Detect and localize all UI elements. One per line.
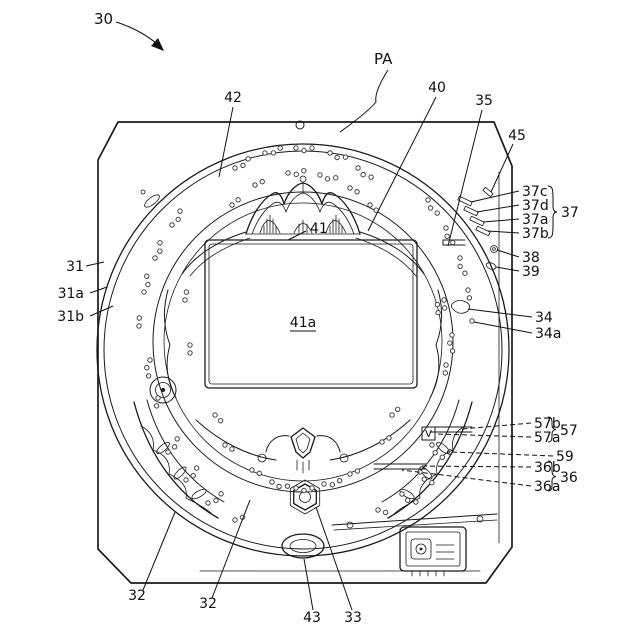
label-37c: 37c xyxy=(522,184,548,200)
left-edge-capsule xyxy=(140,189,160,208)
arch-hatch-left xyxy=(263,214,277,234)
v-marker-box xyxy=(421,426,436,441)
label-36b: 36b xyxy=(534,460,561,476)
arch-hatch-center xyxy=(298,219,308,234)
label-31: 31 xyxy=(66,259,84,275)
bottom-capsule-part xyxy=(281,533,325,559)
part-38 xyxy=(490,245,498,253)
lower-right-wing-ornament xyxy=(381,399,473,519)
part-34-blob xyxy=(450,300,475,324)
hex-bolt-part xyxy=(289,479,321,515)
label-33: 33 xyxy=(344,610,362,626)
outer-rail-ring xyxy=(96,143,510,557)
label-34a: 34a xyxy=(535,326,561,342)
label-59: 59 xyxy=(556,449,574,465)
v-marker-label: V xyxy=(425,429,432,440)
label-39: 39 xyxy=(522,264,540,280)
brace-36 xyxy=(547,460,557,492)
bottom-right-component-box xyxy=(399,526,467,577)
label-57a: 57a xyxy=(534,430,560,446)
label-32-mid: 32 xyxy=(199,596,217,612)
label-35: 35 xyxy=(475,93,493,109)
label-57: 57 xyxy=(560,423,578,439)
label-36a: 36a xyxy=(534,479,560,495)
label-37: 37 xyxy=(561,205,579,221)
brace-37 xyxy=(547,185,558,239)
label-41: 41 xyxy=(310,221,328,237)
label-38: 38 xyxy=(522,250,540,266)
leader-lines xyxy=(85,21,554,611)
bottom-center-ornament xyxy=(257,427,349,474)
label-37b: 37b xyxy=(522,226,549,242)
part-39 xyxy=(485,262,497,270)
target-bullseye xyxy=(149,376,177,404)
label-31b: 31b xyxy=(57,309,84,325)
guide-nail-dots xyxy=(136,144,473,524)
label-42: 42 xyxy=(224,90,242,106)
label-30: 30 xyxy=(94,10,113,28)
group-braces xyxy=(547,185,558,492)
label-37a: 37a xyxy=(522,212,548,228)
arrowhead-30 xyxy=(151,38,164,51)
label-32-left: 32 xyxy=(128,588,146,604)
switch-body xyxy=(410,538,432,560)
center-display-window xyxy=(204,239,418,389)
label-41a: 41a xyxy=(290,315,316,331)
part-45 xyxy=(482,186,494,198)
label-pa: PA xyxy=(374,50,393,68)
label-31a: 31a xyxy=(58,286,84,302)
inner-ornament-ring xyxy=(152,191,454,493)
label-36: 36 xyxy=(560,470,578,486)
brace-57 xyxy=(547,416,557,443)
lower-left-wing-ornament xyxy=(133,399,225,519)
top-crown-ornament xyxy=(245,175,361,235)
attacker-36-assembly xyxy=(373,463,427,470)
arch-hatch-right xyxy=(329,214,343,234)
label-57b: 57b xyxy=(534,416,561,432)
label-40: 40 xyxy=(428,80,446,96)
label-43: 43 xyxy=(303,610,321,626)
label-34: 34 xyxy=(535,310,553,326)
top-edge-hole xyxy=(295,120,305,130)
connector-pins xyxy=(411,570,445,577)
gate-35-part xyxy=(442,239,466,246)
reference-labels: 30 PA 40 35 45 42 41 41a 37c 37d 37a 37b… xyxy=(57,10,579,626)
label-45: 45 xyxy=(508,128,526,144)
label-37d: 37d xyxy=(522,198,549,214)
rail-parts-37-group xyxy=(457,186,498,270)
bottom-rail-strip xyxy=(331,513,498,531)
leader-pa xyxy=(339,69,389,133)
part-34a-nail xyxy=(469,318,475,324)
